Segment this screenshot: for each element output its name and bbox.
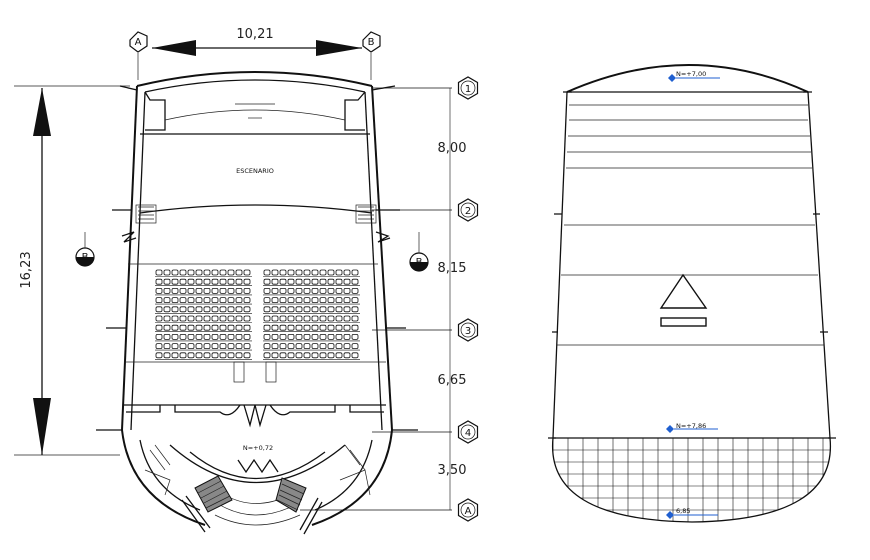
roof-plan: N=+7,00 N=+7,86 6,85: [548, 64, 836, 523]
length-dimension-label: 16,23: [19, 251, 34, 288]
roof-slope-symbol: [659, 273, 708, 327]
svg-text:B: B: [416, 257, 423, 268]
section-mark-b-right: B: [409, 232, 429, 272]
svg-text:B: B: [368, 37, 375, 48]
axis-spacing-label: 8,00: [438, 141, 467, 156]
width-dimension-label: 10,21: [236, 27, 273, 42]
plan-level-label: N=+0,72: [243, 444, 273, 452]
svg-text:A: A: [135, 37, 142, 48]
stage-label: ESCENARIO: [236, 167, 274, 175]
svg-text:B: B: [82, 252, 89, 263]
svg-text:1: 1: [465, 84, 471, 95]
foyer-stairs-right: [275, 477, 323, 535]
svg-text:6,85: 6,85: [676, 507, 690, 515]
level-marker-top: N=+7,00: [668, 70, 720, 82]
floor-plan: 10,21 A B 16,23: [14, 27, 479, 535]
section-mark-b-top: B: [362, 31, 381, 53]
grid-axis-tag-3: 3: [457, 318, 479, 342]
seating-block-right: [263, 269, 360, 360]
section-mark-a-top: A: [129, 31, 148, 53]
level-marker-mid: N=+7,86: [666, 422, 718, 433]
level-marker-bottom: 6,85: [666, 507, 718, 519]
svg-text:A: A: [465, 506, 472, 517]
svg-text:N=+7,00: N=+7,00: [676, 70, 706, 78]
grid-axis-tag-A: A: [457, 498, 479, 522]
axis-spacing-label: 8,15: [438, 261, 467, 276]
seating-block-left: [155, 269, 252, 360]
length-dimension: 16,23: [14, 85, 130, 456]
svg-text:4: 4: [465, 428, 471, 439]
axis-spacing-label: 6,65: [438, 373, 467, 388]
axis-spacing-label: 3,50: [438, 463, 467, 478]
grid-axis-tag-4: 4: [457, 420, 479, 444]
grid-axis-tag-1: 1: [457, 76, 479, 100]
svg-text:3: 3: [465, 326, 471, 337]
width-dimension: 10,21: [152, 27, 362, 56]
foyer-stairs-left: [181, 475, 233, 533]
section-mark-b-left: B: [75, 232, 95, 267]
grid-axis-tag-2: 2: [457, 198, 479, 222]
svg-text:N=+7,86: N=+7,86: [676, 422, 706, 430]
svg-text:2: 2: [465, 206, 471, 217]
